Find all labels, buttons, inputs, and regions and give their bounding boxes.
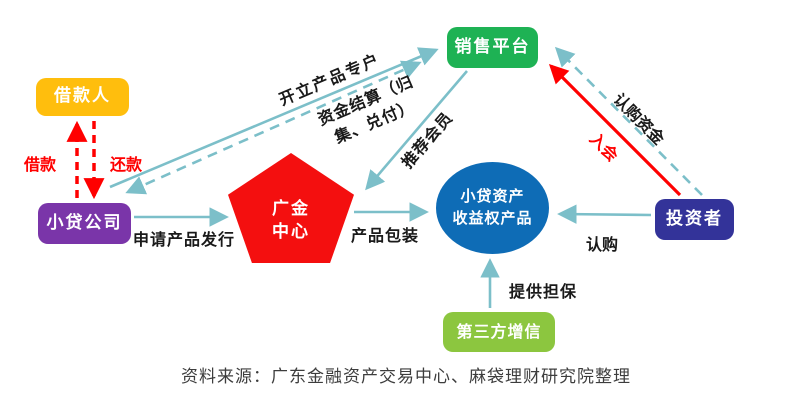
arrow-fund-settlement bbox=[125, 60, 422, 195]
node-investor: 投资者 bbox=[655, 199, 734, 240]
node-borrower: 借款人 bbox=[36, 78, 129, 116]
arrow-subscribe bbox=[557, 204, 652, 224]
label-lend: 借款 bbox=[23, 155, 56, 174]
node-sales-platform: 销售平台 bbox=[447, 27, 538, 68]
label-repay: 还款 bbox=[109, 155, 142, 174]
product-line2: 收益权产品 bbox=[452, 209, 533, 227]
node-third-party-credit: 第三方增信 bbox=[443, 312, 555, 352]
label-apply-product-issue: 申请产品发行 bbox=[133, 230, 236, 249]
label-product-packaging: 产品包装 bbox=[350, 226, 419, 245]
arrow-join-membership bbox=[548, 63, 682, 197]
arrow-subscription-funds bbox=[554, 46, 703, 196]
product-line1: 小贷资产 bbox=[460, 187, 525, 206]
guangjin-center-line2: 中心 bbox=[272, 222, 310, 242]
source-caption: 资料来源：广东金融资产交易中心、麻袋理财研究院整理 bbox=[181, 367, 631, 387]
label-provide-guarantee: 提供担保 bbox=[508, 282, 577, 301]
node-income-right-product: 小贷资产 收益权产品 bbox=[436, 162, 549, 254]
label-subscribe: 认购 bbox=[585, 235, 618, 254]
guangjin-center-line1: 广金 bbox=[272, 199, 310, 220]
arrow-recommend-members bbox=[365, 70, 468, 191]
node-loan-company: 小贷公司 bbox=[38, 203, 131, 244]
